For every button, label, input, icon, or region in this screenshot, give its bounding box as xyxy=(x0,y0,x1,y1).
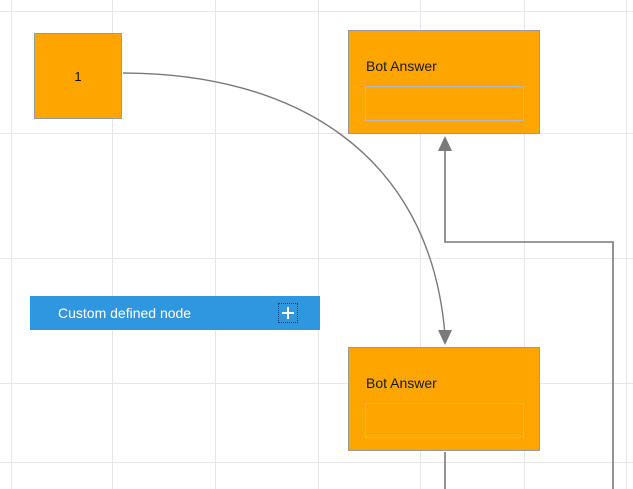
node-bot-answer-top-title: Bot Answer xyxy=(366,58,437,74)
node-bot-answer-top[interactable]: Bot Answer xyxy=(348,30,540,134)
node-bot-answer-bottom-title: Bot Answer xyxy=(366,375,437,391)
plus-icon-vertical-bar xyxy=(287,307,289,319)
node-bot-answer-top-slot[interactable] xyxy=(365,86,524,121)
node-bot-answer-bottom-slot[interactable] xyxy=(365,403,524,438)
node-bot-answer-bottom[interactable]: Bot Answer xyxy=(348,347,540,451)
palette-item-label: Custom defined node xyxy=(58,305,192,321)
node-1[interactable]: 1 xyxy=(34,33,122,119)
node-1-label: 1 xyxy=(74,68,82,84)
plus-icon[interactable] xyxy=(278,303,298,323)
palette-item-custom-defined-node[interactable]: Custom defined node xyxy=(30,296,320,330)
